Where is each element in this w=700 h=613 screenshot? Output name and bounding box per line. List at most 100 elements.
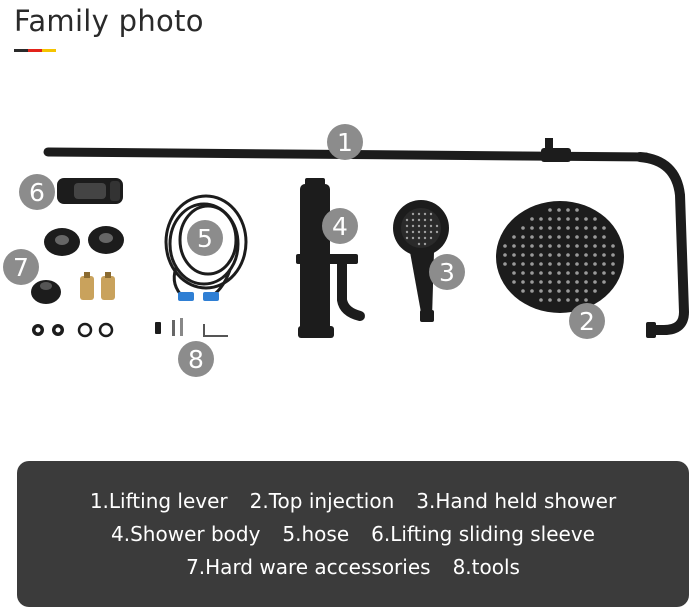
nozzle-dot [593, 217, 597, 221]
nozzle-dot [530, 253, 534, 257]
nozzle-dot [539, 280, 543, 284]
nozzle-dot [411, 230, 415, 234]
nozzle-dot [539, 271, 543, 275]
nozzle-dot [539, 298, 543, 302]
nozzle-dot [539, 217, 543, 221]
badge-5: 5 [187, 220, 223, 256]
nozzle-dot [423, 242, 427, 246]
nozzle-dot [548, 271, 552, 275]
nozzle-dot [557, 262, 561, 266]
nozzle-dot [530, 271, 534, 275]
badge-4: 4 [322, 208, 358, 244]
nozzle-dot [557, 217, 561, 221]
legend-item-top-injection: 2.Top injection [249, 489, 395, 513]
nozzle-dot [575, 226, 579, 230]
nozzle-dot [611, 244, 615, 248]
nozzle-dot [512, 235, 516, 239]
nozzle-dot [548, 262, 552, 266]
nozzle-dot [584, 253, 588, 257]
legend-row-1: 1.Lifting lever 2.Top injection 3.Hand h… [90, 489, 616, 513]
nozzle-dot [417, 224, 421, 228]
nozzle-dot [566, 253, 570, 257]
nozzle-dot [417, 218, 421, 222]
nozzle-dot [584, 262, 588, 266]
nozzle-dot [566, 226, 570, 230]
badge-1: 1 [327, 124, 363, 160]
nozzle-dot [611, 253, 615, 257]
nozzle-dot [530, 289, 534, 293]
nozzle-dot [521, 226, 525, 230]
nozzle-dot [411, 236, 415, 240]
nozzle-dot [405, 218, 409, 222]
nozzle-dot [530, 226, 534, 230]
nozzle-dot [521, 244, 525, 248]
rain-head-part [496, 201, 624, 313]
hardware-accessories-part [31, 226, 124, 338]
badge-4-label: 4 [332, 212, 348, 241]
nozzle-dot [521, 271, 525, 275]
nozzle-dot [557, 253, 561, 257]
hand-shower-part [393, 200, 449, 322]
nozzle-dot [584, 271, 588, 275]
legend-item-lifting-sliding-sleeve: 6.Lifting sliding sleeve [371, 522, 595, 546]
legend-item-shower-body: 4.Shower body [111, 522, 261, 546]
nozzle-dot [593, 280, 597, 284]
badge-2-label: 2 [579, 307, 595, 336]
badge-6: 6 [19, 174, 55, 210]
badge-8-label: 8 [188, 345, 204, 374]
nozzle-dot [611, 271, 615, 275]
nozzle-dot [593, 289, 597, 293]
nozzle-dot [405, 236, 409, 240]
nozzle-dot [548, 208, 552, 212]
nozzle-dot [602, 244, 606, 248]
nozzle-dot [548, 298, 552, 302]
nozzle-dot [411, 218, 415, 222]
nozzle-dot [405, 230, 409, 234]
legend-row-3: 7.Hard ware accessories 8.tools [186, 555, 520, 579]
nozzle-dot [593, 262, 597, 266]
nozzle-dot [548, 289, 552, 293]
nozzle-dot [602, 253, 606, 257]
nozzle-dot [539, 289, 543, 293]
nozzle-dot [503, 262, 507, 266]
nozzle-dot [566, 208, 570, 212]
nozzle-dot [539, 244, 543, 248]
nozzle-dot [566, 217, 570, 221]
badge-3-label: 3 [439, 258, 455, 287]
nozzle-dot [575, 289, 579, 293]
badge-6-label: 6 [29, 178, 45, 207]
badge-7-label: 7 [13, 253, 29, 282]
nozzle-dot [566, 280, 570, 284]
nozzle-dot [575, 208, 579, 212]
nozzle-dot [423, 212, 427, 216]
nozzle-dot [512, 280, 516, 284]
nozzle-dot [429, 236, 433, 240]
nozzle-dot [584, 235, 588, 239]
nozzle-dot [557, 280, 561, 284]
parts-legend: 1.Lifting lever 2.Top injection 3.Hand h… [17, 461, 689, 607]
nozzle-dot [539, 226, 543, 230]
nozzle-dot [602, 235, 606, 239]
nozzle-dot [423, 218, 427, 222]
nozzle-dot [557, 208, 561, 212]
nozzle-dot [584, 226, 588, 230]
nozzle-dot [512, 253, 516, 257]
nozzle-dot [521, 262, 525, 266]
hose-part [164, 194, 248, 301]
nozzle-dot [548, 217, 552, 221]
legend-row-2: 4.Shower body 5.hose 6.Lifting sliding s… [111, 522, 595, 546]
badge-7: 7 [3, 249, 39, 285]
nozzle-dot [566, 298, 570, 302]
nozzle-dot [423, 230, 427, 234]
nozzle-dot [548, 253, 552, 257]
nozzle-dot [530, 280, 534, 284]
nozzle-dot [530, 235, 534, 239]
nozzle-dot [575, 253, 579, 257]
nozzle-dot [429, 218, 433, 222]
nozzle-dot [593, 235, 597, 239]
nozzle-dot [521, 280, 525, 284]
nozzle-dot [512, 244, 516, 248]
nozzle-dot [557, 298, 561, 302]
badge-2: 2 [569, 303, 605, 339]
nozzle-dot [575, 298, 579, 302]
